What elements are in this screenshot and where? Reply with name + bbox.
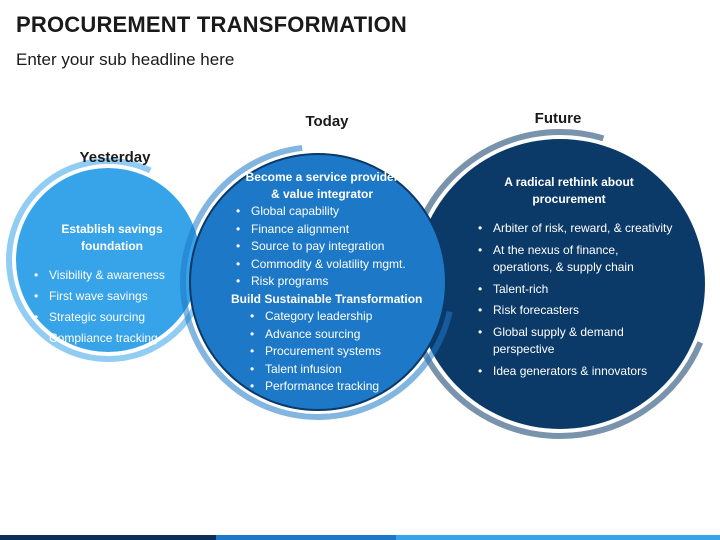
today-heading: Become a service provider & value integr… — [245, 170, 399, 201]
yesterday-content: Establish savings foundation Visibility … — [32, 221, 192, 349]
yesterday-circle-ring — [6, 158, 210, 362]
list-item: Risk programs — [234, 273, 432, 291]
list-item: Arbiter of risk, reward, & creativity — [476, 220, 676, 238]
list-item: Compliance tracking — [32, 328, 192, 349]
today-sublist: Category leadership Advance sourcing Pro… — [248, 308, 432, 396]
list-item: Procurement systems — [248, 343, 432, 361]
yesterday-list: Visibility & awareness First wave saving… — [32, 265, 192, 349]
list-item: Global capability — [234, 203, 432, 221]
yesterday-label: Yesterday — [79, 149, 151, 166]
today-subheading: Build Sustainable Transformation — [231, 291, 423, 306]
list-item: Advance sourcing — [248, 326, 432, 344]
page-title: PROCUREMENT TRANSFORMATION — [16, 12, 407, 37]
page-subtitle: Enter your sub headline here — [16, 50, 235, 69]
list-item: Talent infusion — [248, 361, 432, 379]
list-item: Source to pay integration — [234, 238, 432, 256]
list-item: Strategic sourcing — [32, 307, 192, 328]
list-item: At the nexus of finance, operations, & s… — [476, 242, 676, 277]
list-item: Finance alignment — [234, 221, 432, 239]
today-content: Become a service provider & value integr… — [231, 169, 432, 396]
list-item: Performance tracking — [248, 378, 432, 396]
future-list: Arbiter of risk, reward, & creativity At… — [476, 220, 676, 380]
list-item: Commodity & volatility mgmt. — [234, 256, 432, 274]
list-item: Talent-rich — [476, 281, 676, 299]
list-item: Global supply & demand perspective — [476, 324, 676, 359]
future-heading: A radical rethink about procurement — [504, 175, 634, 206]
list-item: Risk forecasters — [476, 302, 676, 320]
list-item: Category leadership — [248, 308, 432, 326]
list-item: Visibility & awareness — [32, 265, 192, 286]
list-item: Idea generators & innovators — [476, 363, 676, 381]
today-list: Global capability Finance alignment Sour… — [234, 203, 432, 291]
today-label: Today — [305, 113, 349, 130]
yesterday-heading: Establish savings foundation — [61, 222, 163, 253]
future-content: A radical rethink about procurement Arbi… — [476, 174, 676, 380]
future-label: Future — [534, 110, 582, 127]
list-item: First wave savings — [32, 286, 192, 307]
footer-accent-bar — [0, 535, 720, 540]
